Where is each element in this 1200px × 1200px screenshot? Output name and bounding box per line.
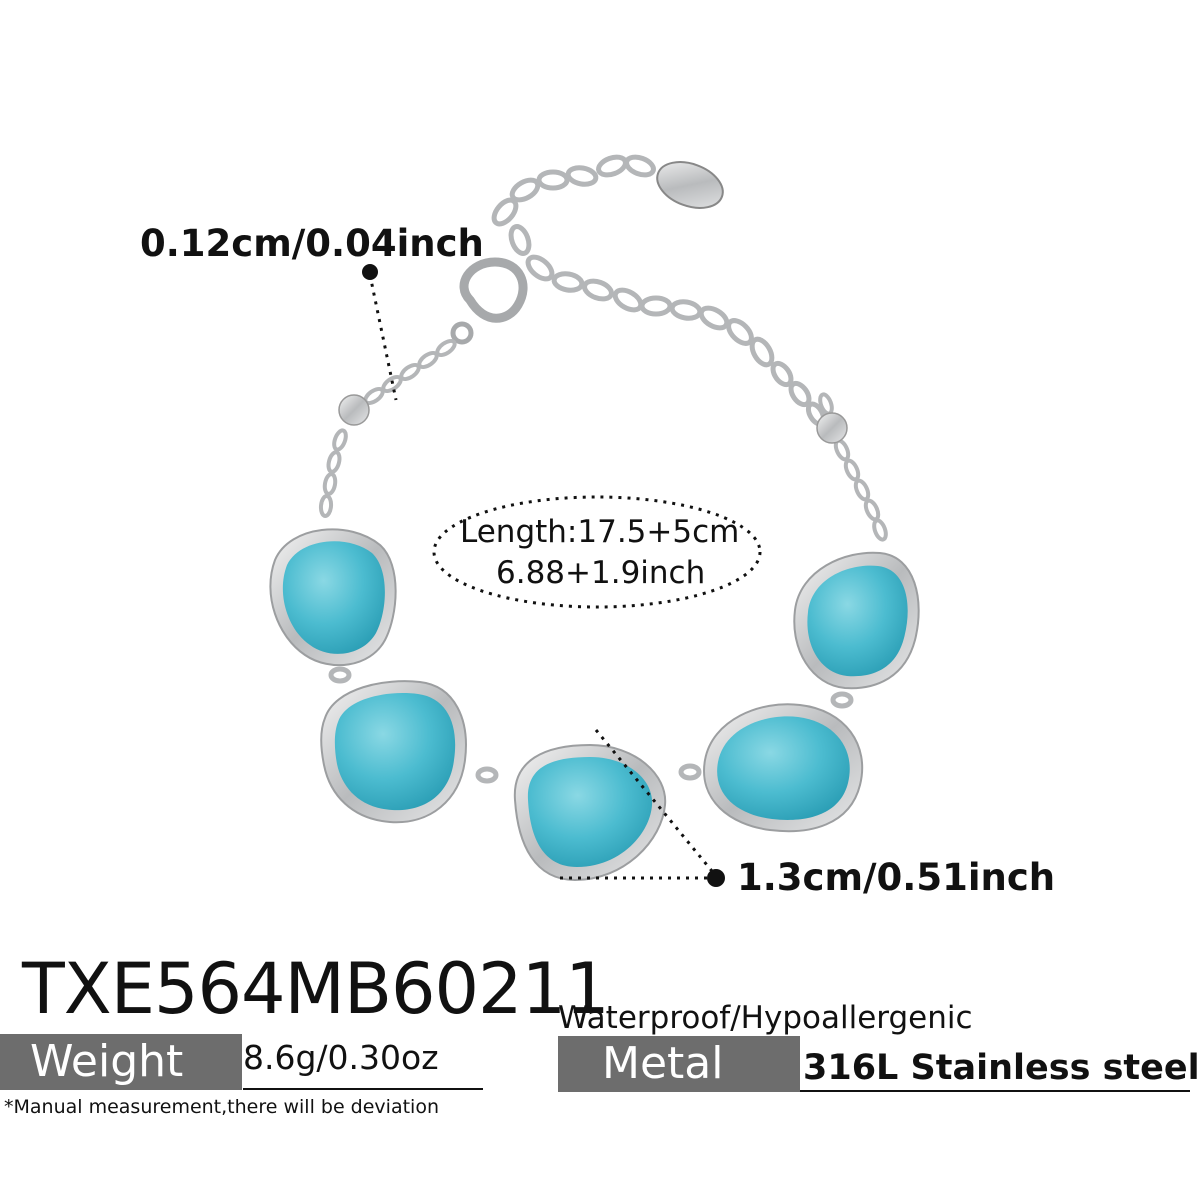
main-chain-left xyxy=(318,338,457,518)
weight-value: 8.6g/0.30oz xyxy=(243,1038,439,1077)
length-cm-label: Length:17.5+5cm xyxy=(460,514,740,550)
stone-3 xyxy=(513,743,667,882)
stone-4 xyxy=(703,703,864,833)
chain-width-label: 0.12cm/0.04inch xyxy=(140,222,484,265)
metal-label: Metal xyxy=(558,1036,800,1092)
measurement-note: *Manual measurement,there will be deviat… xyxy=(4,1096,439,1118)
weight-underline xyxy=(243,1088,483,1090)
product-features: Waterproof/Hypoallergenic xyxy=(558,1000,973,1036)
product-sku: TXE564MB60211 xyxy=(22,948,610,1030)
measure-guides xyxy=(368,274,762,880)
stone-1 xyxy=(269,528,397,667)
stone-2 xyxy=(320,680,467,824)
bead-right xyxy=(816,412,848,444)
stone-connectors xyxy=(328,666,854,784)
extender-tag xyxy=(656,161,724,209)
lobster-clasp xyxy=(450,257,528,345)
metal-underline xyxy=(800,1090,1190,1092)
chain-dot xyxy=(362,264,378,280)
stone-5 xyxy=(793,551,920,690)
main-chain-right xyxy=(818,392,888,542)
weight-label: Weight xyxy=(0,1034,242,1090)
metal-value: 316L Stainless steel xyxy=(803,1048,1200,1088)
extender-chain xyxy=(491,154,827,427)
bead-left xyxy=(338,394,370,426)
length-inch-label: 6.88+1.9inch xyxy=(496,555,706,591)
stone-dot xyxy=(707,869,725,887)
stone-size-label: 1.3cm/0.51inch xyxy=(737,856,1056,899)
